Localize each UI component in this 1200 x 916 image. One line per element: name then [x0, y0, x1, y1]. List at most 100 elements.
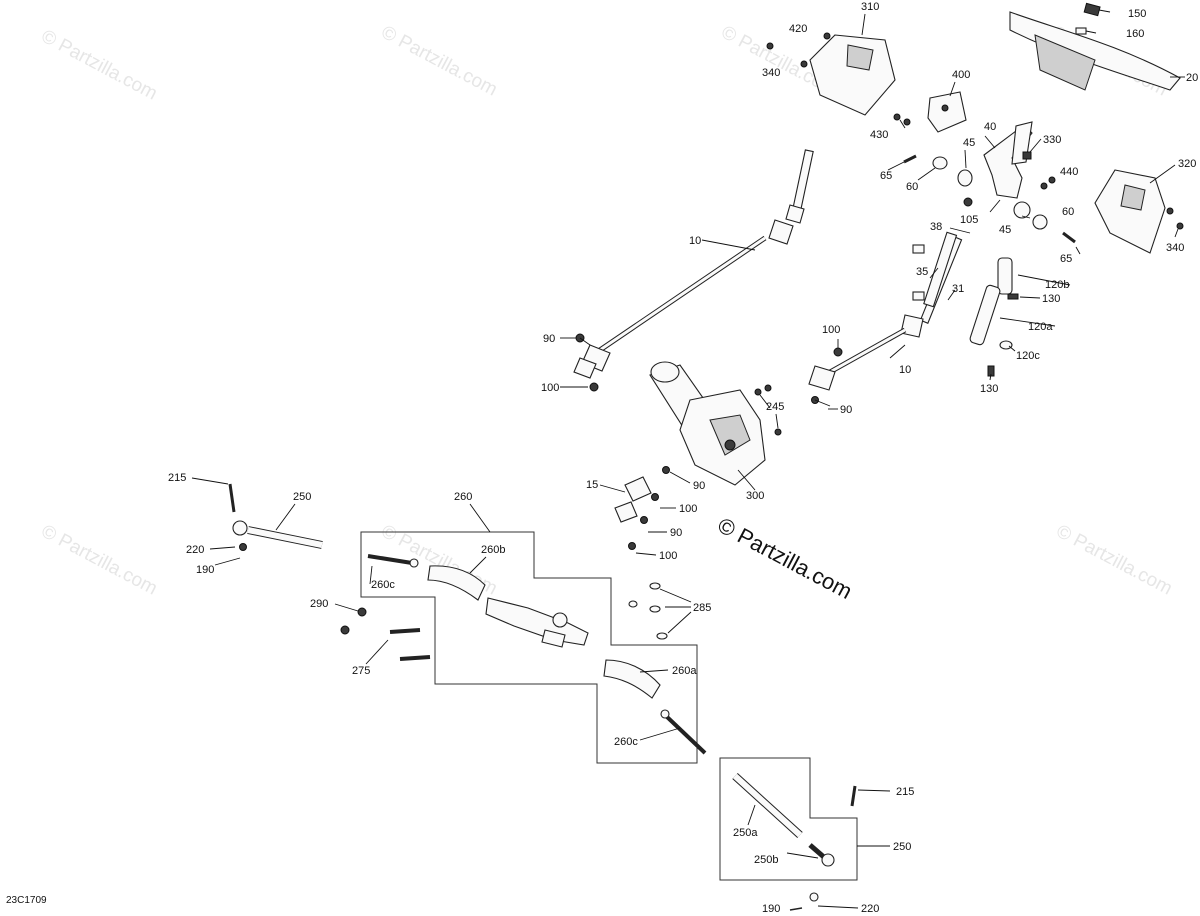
- steering-column-bracket: [983, 121, 1033, 199]
- tie-rod-tube-250a: [732, 773, 803, 838]
- steering-damper-120: [969, 257, 1013, 346]
- callout-100: 100: [659, 550, 677, 562]
- callout-105: 105: [960, 214, 978, 226]
- callout-440: 440: [1060, 166, 1078, 178]
- callout-250: 250: [893, 841, 911, 853]
- callout-10: 10: [899, 364, 911, 376]
- watermark-text: © Partzilla.com: [378, 22, 501, 101]
- bolt-90d: [640, 516, 648, 524]
- bushing-60a: [932, 156, 948, 170]
- callout-330: 330: [1043, 134, 1061, 146]
- callout-15: 15: [586, 479, 598, 491]
- fastener-430: [893, 113, 911, 126]
- callout-130: 130: [980, 383, 998, 395]
- background-watermarks: © Partzilla.com © Partzilla.com © Partzi…: [38, 22, 1176, 600]
- tie-rod-group-box: [719, 757, 858, 881]
- inner-tie-rod-260c-left: [367, 554, 419, 568]
- tie-rod-end-250b: [808, 843, 835, 867]
- partzilla-watermark: © Partzilla.com: [714, 512, 857, 604]
- cotter-190b: [789, 907, 803, 911]
- intermediate-steering-shaft: [573, 149, 814, 379]
- callout-160: 160: [1126, 28, 1144, 40]
- cap-150: [1083, 2, 1101, 17]
- bolts-245: [754, 384, 782, 436]
- nut-105: [963, 197, 973, 207]
- callout-250b: 250b: [754, 854, 778, 866]
- watermark-text: © Partzilla.com: [1053, 521, 1176, 600]
- bushing-60b: [1032, 214, 1048, 230]
- callout-120b: 120b: [1045, 279, 1069, 291]
- callout-45: 45: [999, 224, 1011, 236]
- bolt-90a: [575, 333, 591, 346]
- bolt-65a: [903, 154, 917, 164]
- fastener-340a: [766, 42, 808, 68]
- clip-130a: [1007, 293, 1019, 300]
- callout-120a: 120a: [1028, 321, 1053, 333]
- callout-400: 400: [952, 69, 970, 81]
- callout-260c: 260c: [371, 579, 395, 591]
- bushing-45a: [957, 169, 973, 187]
- callout-420: 420: [789, 23, 807, 35]
- callout-275: 275: [352, 665, 370, 677]
- bolt-90b: [811, 396, 831, 407]
- callout-220: 220: [861, 903, 879, 915]
- bolt-65b: [1062, 231, 1076, 244]
- callout-250a: 250a: [733, 827, 758, 839]
- nut-100c: [651, 493, 659, 501]
- callout-260a: 260a: [672, 665, 697, 677]
- callout-120c: 120c: [1016, 350, 1040, 362]
- callout-20: 20: [1186, 72, 1198, 84]
- callout-31: 31: [952, 283, 964, 295]
- callout-260c: 260c: [614, 736, 638, 748]
- callout-90: 90: [670, 527, 682, 539]
- leader-lines: [191, 9, 1185, 909]
- callout-220: 220: [186, 544, 204, 556]
- callout-150: 150: [1128, 8, 1146, 20]
- steering-wheel-20: [1009, 11, 1181, 91]
- nut-100b: [833, 347, 843, 357]
- callout-38: 38: [930, 221, 942, 233]
- clip-160: [1075, 27, 1087, 35]
- watermark-text: © Partzilla.com: [38, 26, 161, 105]
- lower-steering-shaft: [808, 236, 963, 391]
- nut-100a: [589, 382, 599, 392]
- bellows-boot-260a: [603, 659, 661, 699]
- bushing-45b: [1013, 201, 1031, 219]
- callout-190: 190: [196, 564, 214, 576]
- upper-cover-310: [809, 34, 896, 116]
- callout-60: 60: [906, 181, 918, 193]
- callout-300: 300: [746, 490, 764, 502]
- bolt-215b: [850, 785, 857, 807]
- callout-215: 215: [168, 472, 186, 484]
- fastener-340b: [1166, 207, 1184, 230]
- fastener-440: [1040, 176, 1056, 190]
- callout-35: 35: [916, 266, 928, 278]
- callout-65: 65: [880, 170, 892, 182]
- callout-100: 100: [822, 324, 840, 336]
- fastener-420: [823, 32, 831, 40]
- steering-rack-260: [485, 597, 589, 648]
- callout-320: 320: [1178, 158, 1196, 170]
- callout-260: 260: [454, 491, 472, 503]
- nut-220b: [809, 892, 819, 902]
- callout-130: 130: [1042, 293, 1060, 305]
- bolts-275: [389, 628, 431, 661]
- watermark-text: © Partzilla.com: [38, 521, 161, 600]
- power-steering-unit-300: [649, 361, 766, 486]
- callout-45: 45: [963, 137, 975, 149]
- column-shaft-31: [912, 231, 958, 308]
- callout-340: 340: [1166, 242, 1184, 254]
- inner-tie-rod-260c-right: [660, 709, 707, 755]
- callout-245: 245: [766, 401, 784, 413]
- callout-430: 430: [870, 129, 888, 141]
- callout-100: 100: [679, 503, 697, 515]
- fastener-330: [1022, 151, 1032, 160]
- nut-100d: [628, 542, 636, 550]
- callout-10: 10: [689, 235, 701, 247]
- bolt-90c: [662, 466, 670, 474]
- side-cover-320: [1094, 169, 1166, 254]
- callout-215: 215: [896, 786, 914, 798]
- callout-340: 340: [762, 67, 780, 79]
- callout-260b: 260b: [481, 544, 505, 556]
- callout-285: 285: [693, 602, 711, 614]
